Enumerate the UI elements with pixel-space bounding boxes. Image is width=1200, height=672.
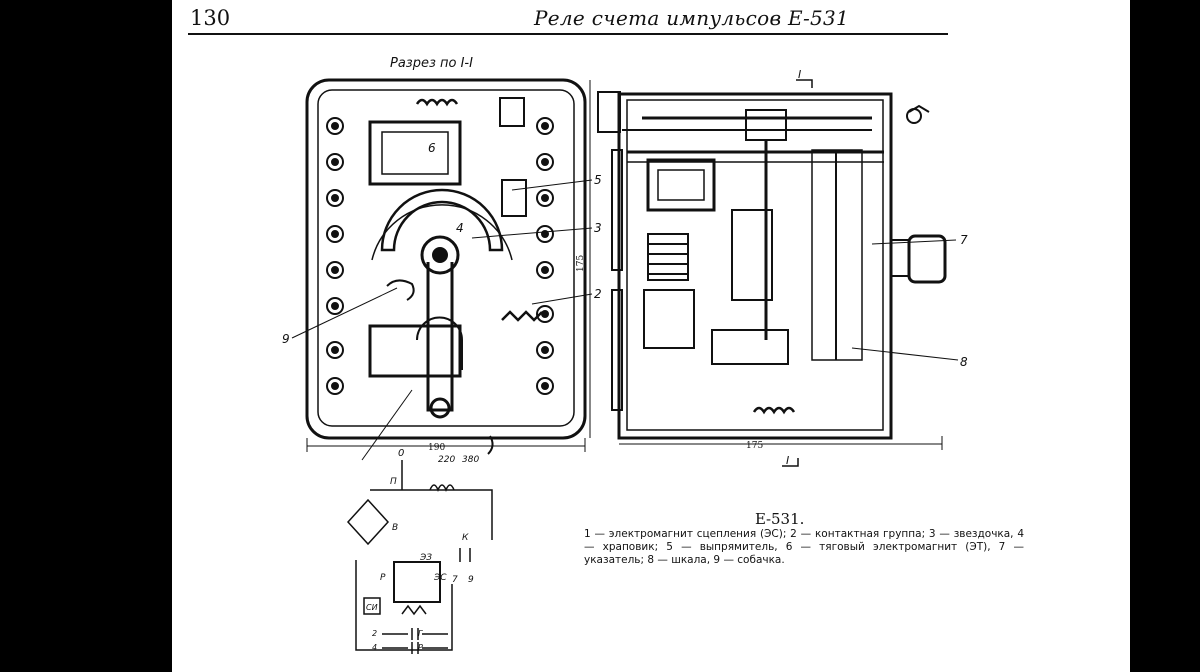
dim-width-front: 190 xyxy=(428,443,445,453)
svg-text:9: 9 xyxy=(468,575,474,585)
schematic: 0 П 220 380 В ЭЗ ЭС Р СИ К 7 9 2 4 Г Р xyxy=(346,448,493,654)
svg-text:6: 6 xyxy=(428,141,436,155)
svg-text:4: 4 xyxy=(372,643,377,652)
section-mark-top: I xyxy=(798,68,801,81)
svg-text:220: 220 xyxy=(438,455,455,465)
svg-text:ЭС: ЭС xyxy=(433,573,447,583)
svg-text:0: 0 xyxy=(398,448,404,459)
caption-title: Е-531. xyxy=(755,510,805,528)
svg-text:ЭЗ: ЭЗ xyxy=(419,553,432,563)
page-number: 130 xyxy=(190,6,231,30)
side-view: I I 175 7 8 xyxy=(597,68,968,467)
caption-text: 1 — электромагнит сцепления (ЭС); 2 — ко… xyxy=(584,528,1024,566)
running-title: Реле счета импульсов Е-531 xyxy=(534,6,850,30)
svg-text:Г: Г xyxy=(418,629,423,638)
header-rule xyxy=(188,33,948,35)
dim-width-side: 175 xyxy=(746,441,763,451)
svg-text:2: 2 xyxy=(372,629,377,638)
svg-text:Р: Р xyxy=(380,573,386,583)
svg-text:7: 7 xyxy=(452,575,458,585)
callout-8: 8 xyxy=(960,355,968,369)
relay-drawing: 6 4 5 3 2 xyxy=(282,68,968,654)
callout-7: 7 xyxy=(960,233,968,247)
dim-height: 175 xyxy=(576,255,586,272)
svg-text:Р: Р xyxy=(418,643,423,652)
callout-9: 9 xyxy=(282,332,290,346)
svg-text:4: 4 xyxy=(456,221,464,235)
svg-text:380: 380 xyxy=(462,455,479,465)
callout-5: 5 xyxy=(594,173,602,187)
callout-2: 2 xyxy=(594,287,602,301)
svg-text:К: К xyxy=(462,533,469,543)
front-view: 6 4 5 3 2 xyxy=(282,78,602,461)
svg-text:В: В xyxy=(392,523,398,533)
callout-3: 3 xyxy=(594,221,602,235)
svg-text:СИ: СИ xyxy=(366,603,378,612)
section-label: Разрез по I-I xyxy=(390,56,473,71)
book-page: 130 Реле счета импульсов Е-531 Разрез по… xyxy=(172,0,1130,672)
svg-text:П: П xyxy=(390,477,397,487)
section-mark-bottom: I xyxy=(786,454,789,467)
